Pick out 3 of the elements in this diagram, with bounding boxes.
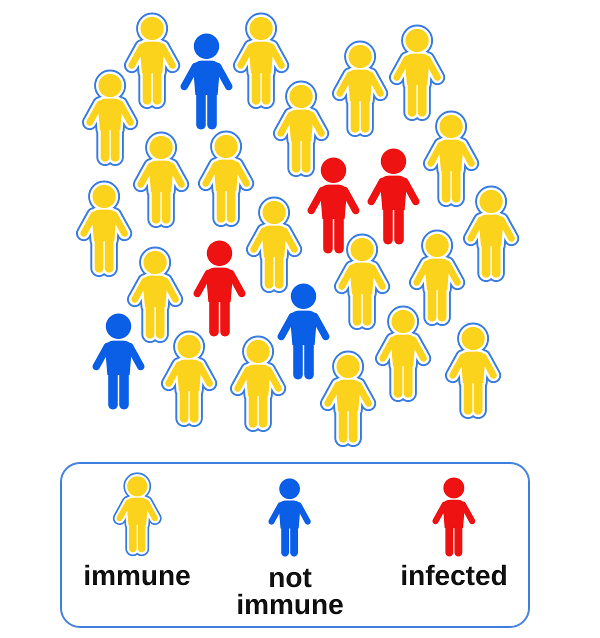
legend-label: immune: [83, 562, 191, 589]
legend-label: infected: [400, 562, 508, 589]
legend-label: not immune: [235, 564, 345, 618]
